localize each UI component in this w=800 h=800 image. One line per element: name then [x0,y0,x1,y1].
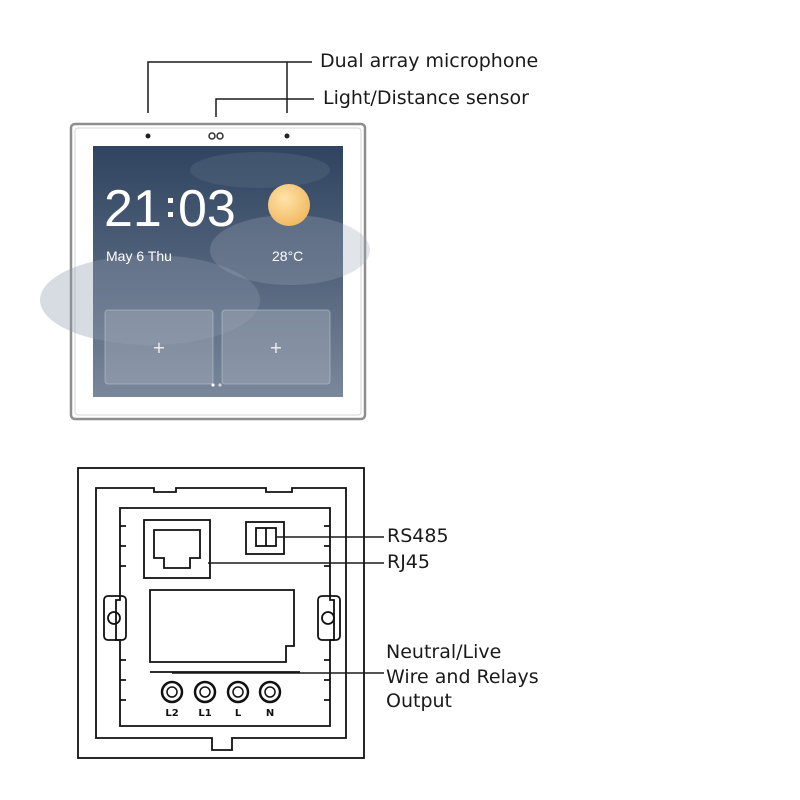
cloud-shape [190,152,330,188]
rib-marks-left [120,525,126,701]
mount-hole-left [107,611,121,625]
scene-tile-right[interactable]: + [221,309,331,385]
power-label-line1: Neutral/Live [386,641,502,663]
power-label-line2: Wire and Relays [386,666,539,688]
sensor-label: Light/Distance sensor [323,87,529,109]
clock-hours: 21 [104,180,162,238]
touch-screen[interactable]: 21 03 May 6 Thu 28°C + + [40,146,370,397]
back-panel-inner-frame [95,487,347,751]
mount-hole-right [321,611,335,625]
power-label-line3: Output [386,690,452,712]
sensor-hole-left [208,132,216,140]
microphone-hole-left [145,133,151,139]
plus-icon: + [269,338,282,357]
plus-icon: + [152,338,165,357]
label-area [149,589,295,663]
microphone-callout [147,61,312,113]
rib-marks-right [324,525,330,701]
page-dot-active[interactable] [211,383,215,387]
clock-colon-top [168,198,173,203]
front-panel-inner-edge [74,127,362,416]
rj45-port [143,519,211,579]
rs485-connector [245,521,285,555]
microphone-label: Dual array microphone [320,50,539,72]
terminal-label: L2 [165,708,178,719]
sensor-hole-right [216,132,224,140]
front-panel: 21 03 May 6 Thu 28°C + + [40,122,370,421]
date-label: May 6 Thu [106,248,172,264]
terminal-label: N [266,708,274,719]
clock-minutes: 03 [178,180,236,238]
rj45-label: RJ45 [387,551,430,573]
terminal-label: L [235,708,242,719]
terminal-block: L2 L1 L N [160,680,282,719]
microphone-hole-right [284,133,290,139]
scene-tile-left[interactable]: + [104,309,214,385]
terminal-n: N [258,680,282,719]
rj45-socket [153,529,201,569]
back-housing [115,507,335,727]
mount-ear-right [317,595,341,641]
terminal-label: L1 [198,708,211,719]
page-dot[interactable] [218,383,222,387]
clock-colon-bottom [168,212,173,217]
terminal-l2: L2 [160,680,184,719]
terminal-l1: L1 [193,680,217,719]
back-callouts [172,536,384,674]
terminal-l: L [226,680,250,719]
cloud-shape [40,255,260,345]
mount-ear-left [103,595,127,641]
screen-background [93,146,343,397]
sun-icon [268,184,310,226]
temperature-label: 28°C [272,248,303,264]
back-panel [77,467,365,759]
rs485-label: RS485 [387,525,449,547]
sensor-callout [215,98,314,117]
back-panel-outer [77,467,365,759]
cloud-shape [210,215,370,285]
